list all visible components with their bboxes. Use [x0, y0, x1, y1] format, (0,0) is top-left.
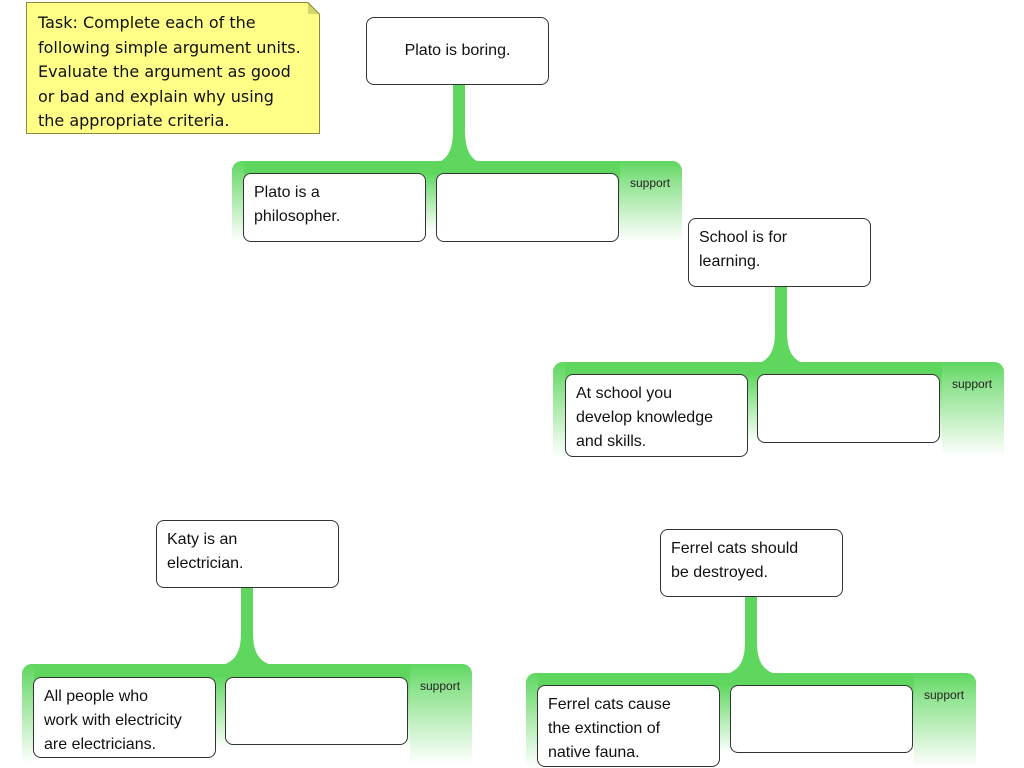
empty-premise-box[interactable] — [757, 374, 940, 443]
support-label: support — [952, 377, 993, 391]
premise-line: develop knowledge — [576, 409, 713, 426]
task-line: Task: Complete each of the — [38, 13, 256, 32]
premise-line: Plato is a — [254, 184, 320, 201]
connector-stem — [750, 286, 812, 366]
support-label: support — [420, 679, 461, 693]
support-band-left — [22, 664, 34, 764]
claim-box[interactable]: Ferrel cats should be destroyed. — [660, 529, 843, 597]
premise-line: At school you — [576, 385, 673, 402]
premise-box[interactable]: Ferrel cats cause the extinction of nati… — [537, 685, 720, 767]
premise-line: and skills. — [576, 433, 647, 450]
premise-line: work with electricity — [44, 712, 182, 729]
task-line: Evaluate the argument as good — [38, 62, 291, 81]
support-label: support — [630, 176, 671, 190]
claim-line: Ferrel cats should — [671, 540, 799, 557]
support-band-right — [914, 673, 976, 768]
claim-box[interactable]: Katy is an electrician. — [156, 520, 339, 588]
premise-line: Ferrel cats cause — [548, 696, 671, 713]
premise-box[interactable]: Plato is a philosopher. — [243, 173, 426, 242]
support-band-right — [942, 362, 1004, 457]
task-line: following simple argument units. — [38, 37, 301, 57]
support-band-left — [553, 362, 565, 457]
support-band-left — [232, 161, 244, 241]
support-band-left — [526, 673, 538, 768]
premise-box[interactable]: All people who work with electricity are… — [33, 677, 216, 758]
empty-premise-box[interactable] — [225, 677, 408, 745]
support-band-right — [620, 161, 682, 241]
support-band-right — [410, 664, 472, 764]
claim-text: Plato is boring. — [404, 42, 511, 59]
task-line: or bad and explain why using — [38, 86, 274, 106]
claim-box[interactable]: School is for learning. — [688, 218, 871, 287]
connector-stem — [428, 84, 490, 166]
claim-line: electrician. — [167, 555, 244, 572]
premise-line: native fauna. — [548, 744, 640, 761]
connector-stem — [216, 587, 278, 667]
claim-line: Katy is an — [167, 531, 238, 548]
premise-line: All people who — [44, 688, 149, 705]
empty-premise-box[interactable] — [436, 173, 619, 242]
claim-line: School is for — [699, 229, 788, 246]
claim-line: learning. — [699, 253, 761, 270]
claim-line: be destroyed. — [671, 564, 768, 581]
premise-box[interactable]: At school you develop knowledge and skil… — [565, 374, 748, 457]
task-note: Task: Complete each of the following sim… — [26, 2, 320, 134]
empty-premise-box[interactable] — [730, 685, 913, 753]
premise-line: the extinction of — [548, 720, 661, 737]
claim-box[interactable]: Plato is boring. — [366, 17, 549, 85]
premise-line: philosopher. — [254, 208, 341, 225]
support-label: support — [924, 688, 965, 702]
task-line: the appropriate criteria. — [38, 111, 230, 130]
premise-line: are electricians. — [44, 736, 157, 753]
connector-stem — [720, 596, 782, 676]
